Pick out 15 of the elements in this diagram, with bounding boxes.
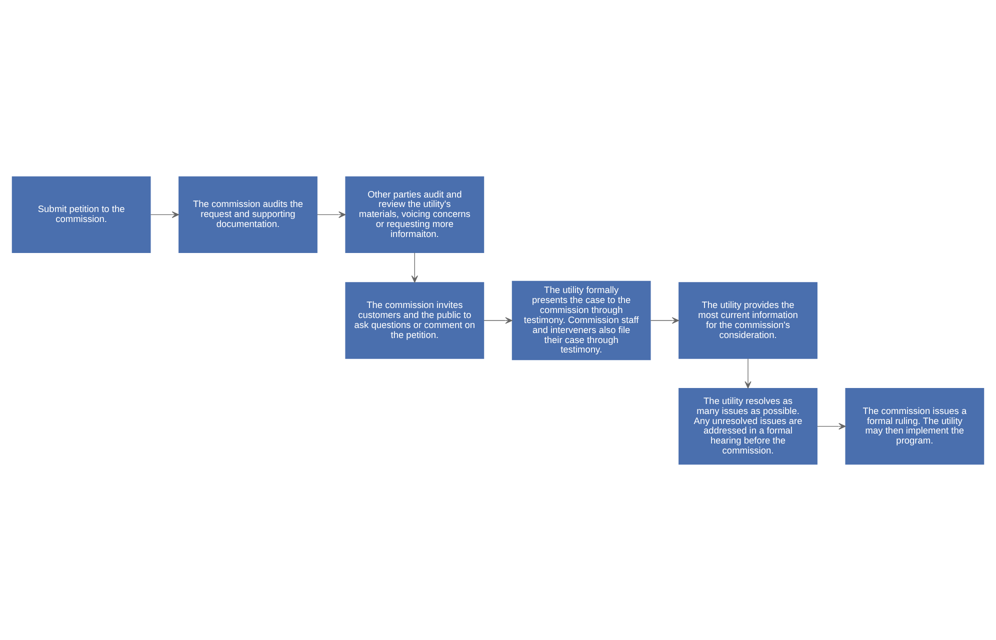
arrow	[317, 210, 346, 218]
arrow	[744, 358, 752, 388]
node-box: The utility formally presents the case to the commission through testimony. Commission staff and interveners also file their case through testimony.	[512, 280, 651, 360]
node-box: Submit petition to the commission.	[12, 176, 151, 253]
node-box: The commission issues a formal ruling. The utility may then implement the program.	[845, 387, 984, 464]
arrow	[411, 252, 418, 282]
node-box: The utility provides the most current information for the commission's consideration.	[678, 282, 818, 358]
arrow	[817, 422, 846, 430]
arrow	[150, 210, 180, 218]
node-box: The utility resolves as many issues as possible. Any unresolved issues are addressed in a formal hearing before the commission.	[678, 387, 818, 464]
node-box: The commission invites customers and the public to ask questions or comment on the petition.	[345, 282, 484, 358]
node-box: Other parties audit and review the utility's materials, voicing concerns or requesting more informaiton.	[345, 176, 484, 253]
arrow	[484, 316, 512, 324]
arrow	[650, 316, 680, 324]
node-box: The commission audits the request and supporting documentation.	[178, 176, 318, 253]
